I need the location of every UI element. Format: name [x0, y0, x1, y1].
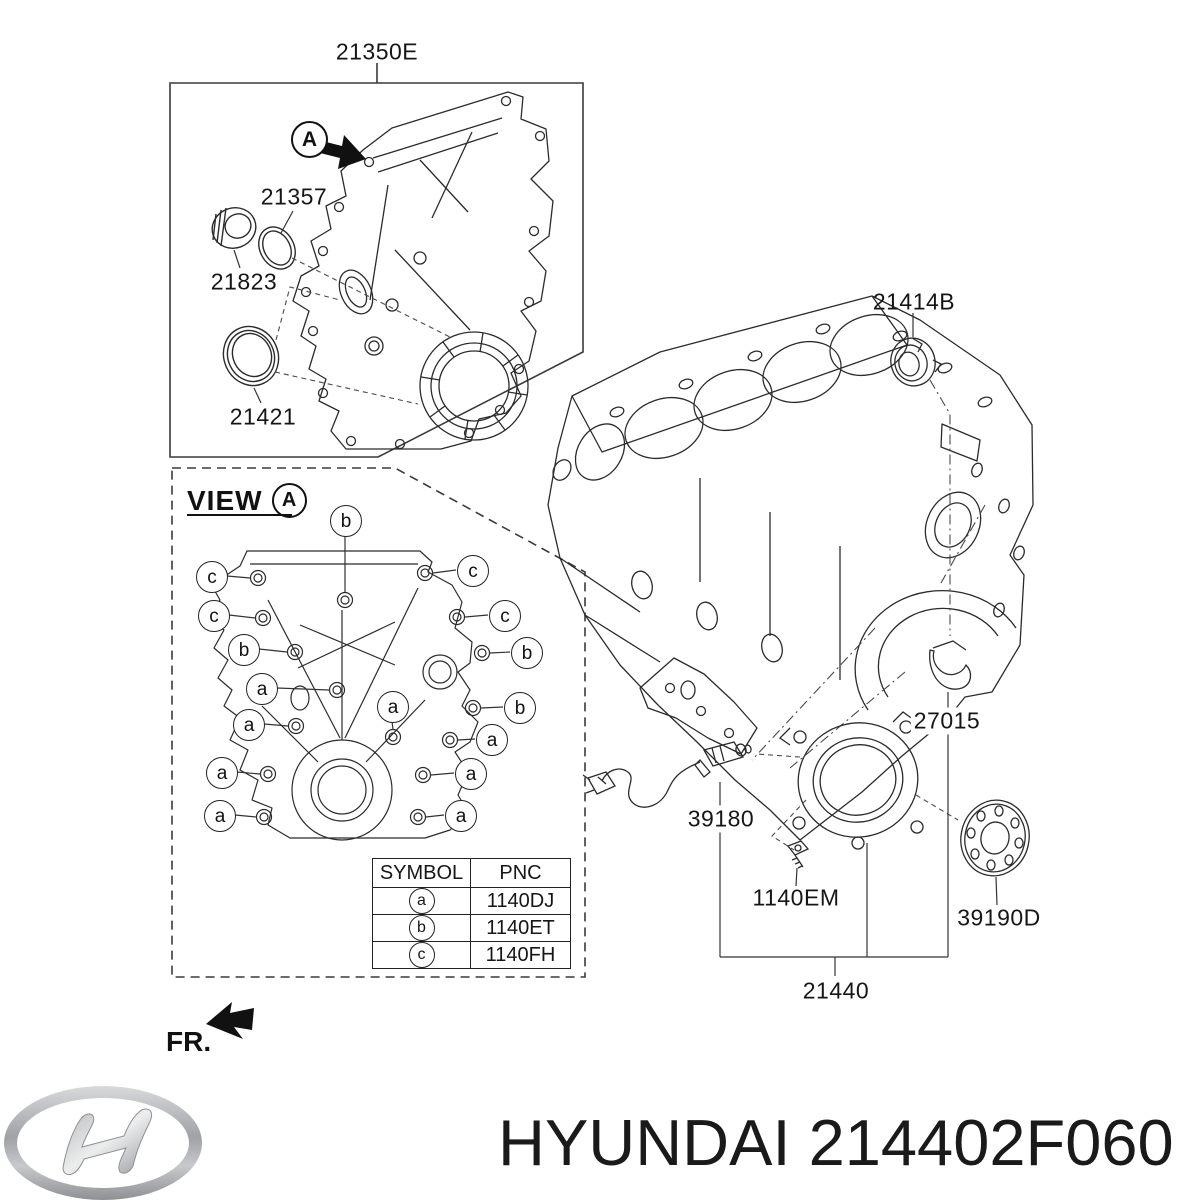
housing-dashed-leaders	[756, 753, 959, 851]
view-a-heading: VIEW A	[187, 483, 307, 518]
seal-housing-drawing	[778, 711, 924, 850]
sealing-plug-21414b-drawing	[890, 337, 942, 387]
table-header-row: SYMBOL PNC	[372, 858, 571, 888]
view-a-cover-drawing	[209, 550, 479, 841]
cap-plug-21823-drawing	[211, 207, 257, 249]
marker-b: b	[228, 634, 260, 666]
view-a-bolts	[249, 564, 491, 826]
timing-cover-drawing	[292, 91, 554, 450]
symbol-a-circle: a	[408, 888, 435, 914]
view-a-underline	[187, 514, 292, 516]
pnc-b: 1140ET	[470, 914, 571, 942]
marker-a: a	[246, 673, 278, 705]
front-direction-label: FR.	[166, 1026, 212, 1057]
view-a-box	[171, 467, 586, 978]
view-a-marker-leaders	[226, 536, 511, 818]
crank-sensor-39180-drawing	[582, 741, 752, 808]
front-oil-seal-21421-drawing	[222, 325, 280, 387]
label-bolt: 1140EM	[752, 884, 840, 911]
marker-c: c	[196, 561, 228, 593]
pnc-a: 1140DJ	[470, 887, 571, 915]
brand-name: HYUNDAI	[498, 1106, 791, 1179]
marker-b: b	[504, 692, 536, 724]
symbol-pnc-table: SYMBOL PNC a 1140DJ b 1140ET c 1140FH	[372, 858, 571, 969]
label-oring: 21357	[260, 183, 328, 210]
detail-a-callout: A	[291, 121, 328, 158]
hyundai-logo	[4, 1086, 202, 1200]
projection-dashdot-lines	[751, 379, 986, 769]
label-timing-cover-assembly: 21350E	[335, 38, 419, 65]
marker-b: b	[330, 505, 362, 537]
projection-dashes-top-box	[274, 257, 453, 405]
label-front-oil-seal: 21421	[229, 403, 297, 430]
marker-b: b	[511, 637, 543, 669]
label-crank-sensor: 39180	[684, 805, 758, 833]
table-header-symbol: SYMBOL	[372, 858, 471, 888]
symbol-c-circle: c	[408, 942, 435, 968]
marker-a: a	[455, 758, 487, 790]
pnc-c: 1140FH	[470, 941, 571, 969]
detail-a-arrow	[316, 135, 366, 169]
table-row: b 1140ET	[372, 914, 571, 942]
oring-21357-drawing	[258, 226, 296, 270]
marker-c: c	[198, 600, 230, 632]
view-a-heading-letter: A	[271, 483, 307, 518]
marker-c: c	[489, 600, 521, 632]
fr-arrow	[206, 1002, 254, 1039]
label-leaders	[233, 210, 998, 976]
marker-a: a	[476, 724, 508, 756]
footer-part-number: HYUNDAI 214402F060	[498, 1105, 1174, 1180]
marker-a: a	[206, 757, 238, 789]
engine-block-drawing	[547, 295, 1034, 841]
marker-a: a	[377, 691, 409, 723]
marker-c: c	[457, 555, 489, 587]
table-header-pnc: PNC	[470, 858, 571, 888]
marker-a: a	[204, 800, 236, 832]
label-seal-retainer: 27015	[910, 707, 984, 735]
label-sealing-plug: 21414B	[872, 288, 956, 315]
bolt-1140em-drawing	[786, 840, 810, 869]
view-a-heading-word: VIEW	[187, 484, 263, 516]
sensor-wheel-39190d-drawing	[960, 799, 1030, 877]
label-gasket-kit: 21440	[802, 977, 870, 1004]
part-number: 214402F060	[808, 1106, 1174, 1179]
label-sensor-wheel: 39190D	[957, 904, 1041, 931]
symbol-b-circle: b	[408, 915, 435, 941]
marker-a: a	[445, 800, 477, 832]
marker-a: a	[233, 709, 265, 741]
label-cap-plug: 21823	[210, 268, 278, 295]
table-row: a 1140DJ	[372, 887, 571, 915]
table-row: c 1140FH	[372, 941, 571, 969]
timing-cover-box	[169, 63, 584, 458]
